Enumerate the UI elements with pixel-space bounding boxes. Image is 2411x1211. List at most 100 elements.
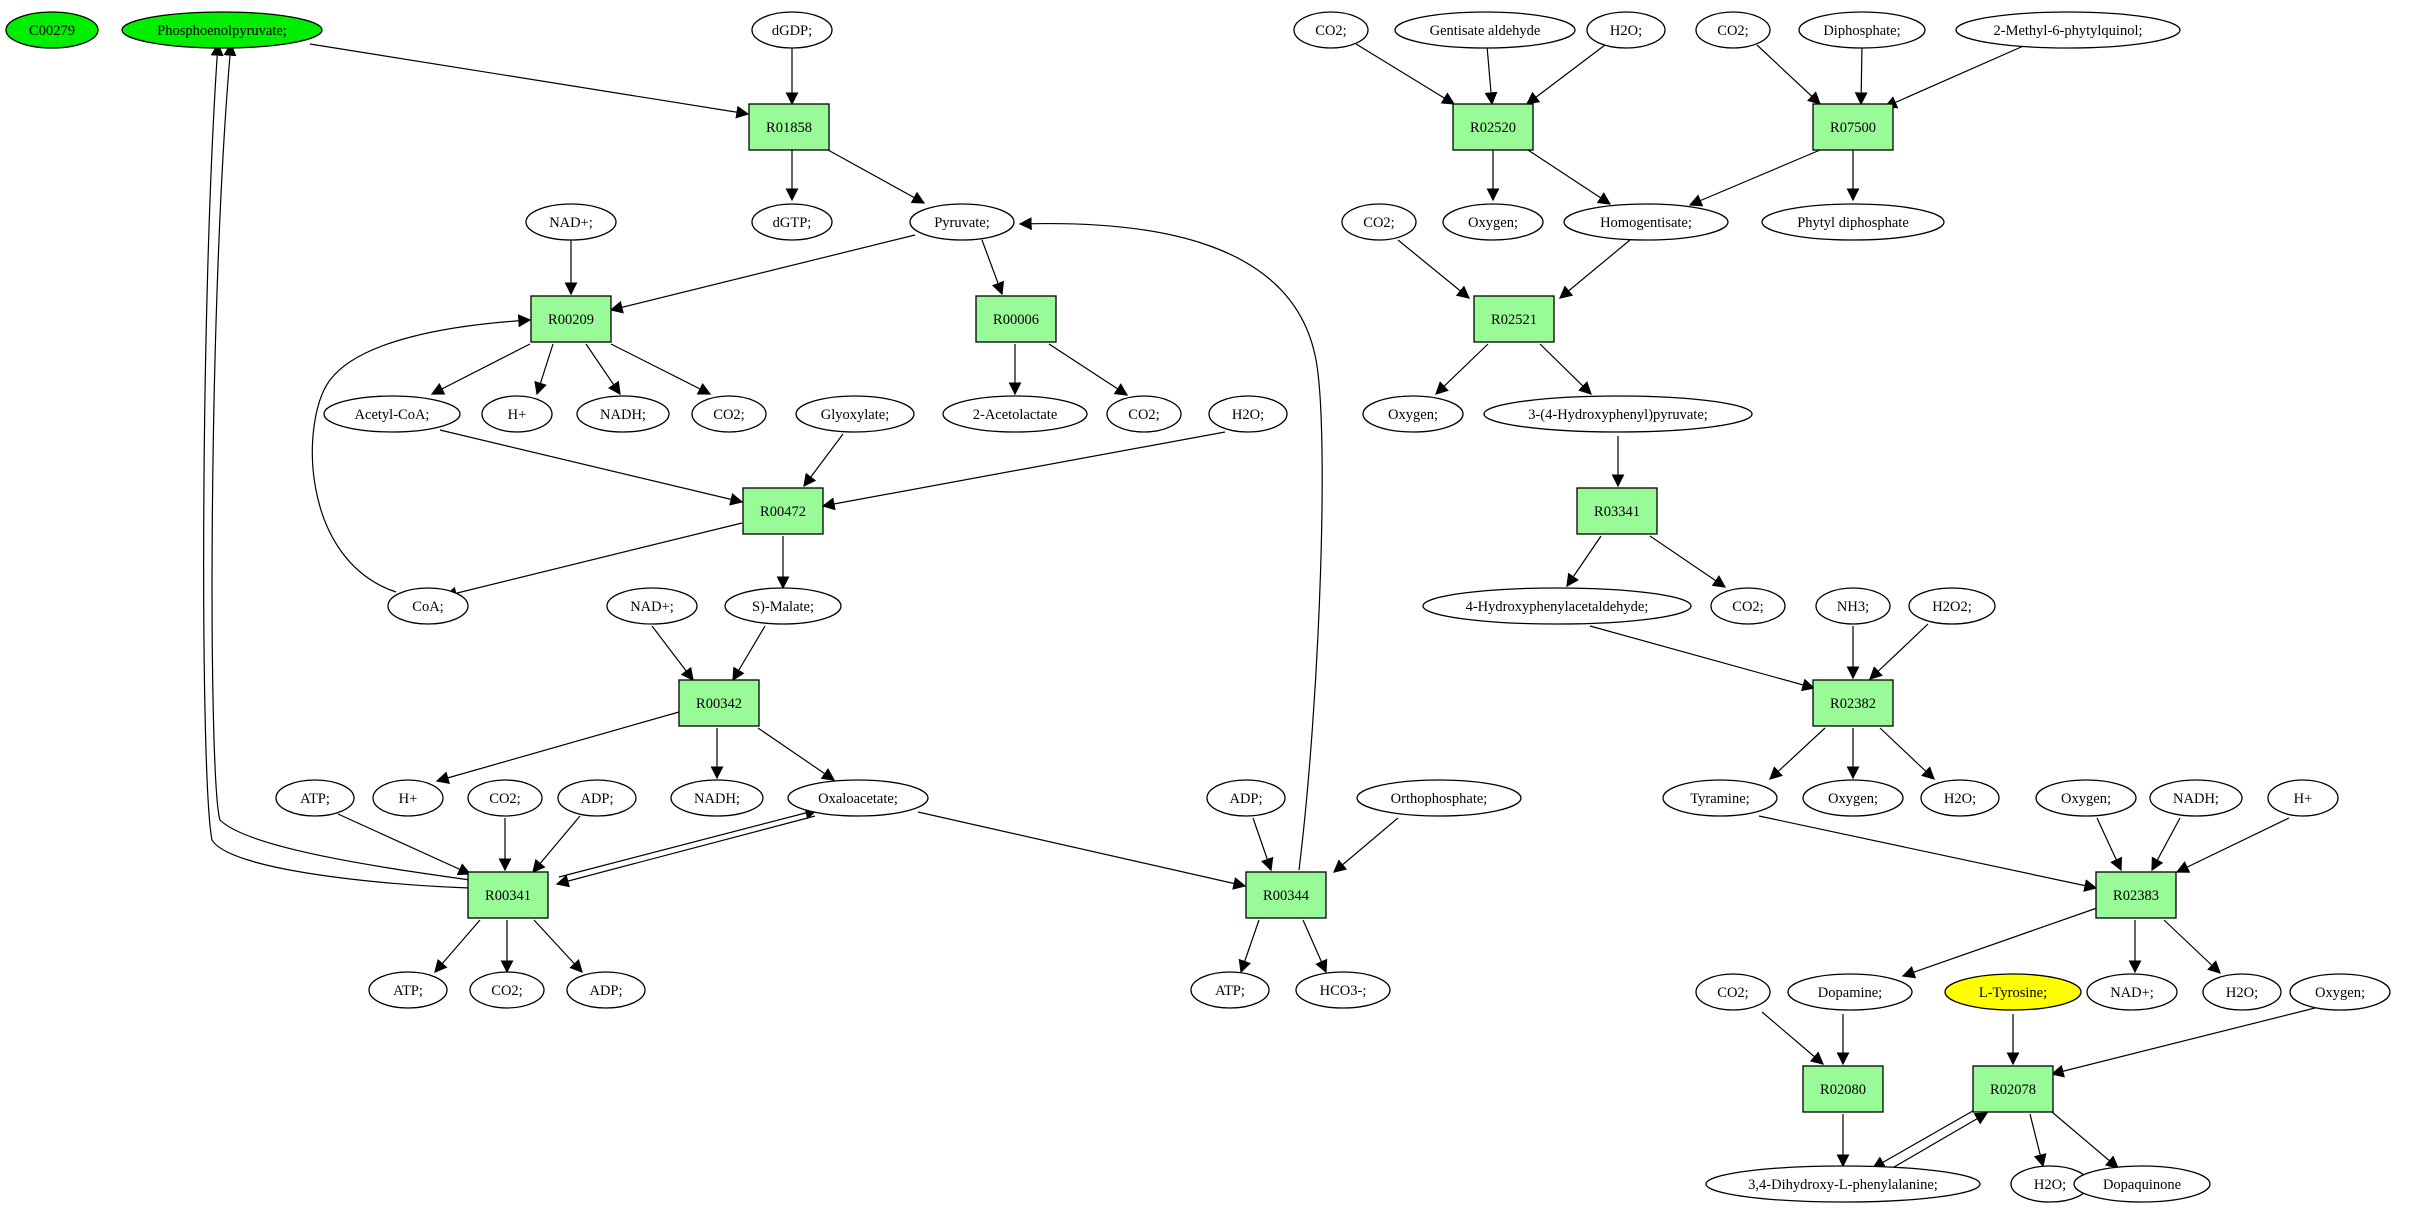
node-label: R00472 (760, 504, 806, 520)
compound-node[interactable]: Oxygen; (1442, 203, 1544, 241)
node-label: Acetyl-CoA; (355, 407, 430, 423)
edge (1238, 919, 1260, 974)
reaction-node[interactable]: R02521 (1473, 295, 1555, 343)
compound-node[interactable]: H2O; (2202, 973, 2282, 1011)
compound-node[interactable]: dGTP; (751, 203, 833, 241)
node-label: L-Tyrosine; (1979, 985, 2047, 1001)
compound-node[interactable]: Oxaloacetate; (787, 779, 929, 817)
compound-node[interactable]: CoA; (387, 587, 469, 625)
reaction-node[interactable]: R02382 (1812, 679, 1894, 727)
node-label: NADH; (694, 791, 740, 807)
compound-nodes: C00279 Phosphoenolpyruvate; dGDP; dGTP; … (5, 11, 2391, 1203)
node-label: H2O; (2034, 1177, 2066, 1193)
compound-node[interactable]: 4-Hydroxyphenylacetaldehyde; (1422, 587, 1692, 625)
compound-node[interactable]: Diphosphate; (1798, 11, 1926, 49)
compound-node[interactable]: ADP; (1206, 779, 1286, 817)
compound-node[interactable]: Oxygen; (2035, 779, 2137, 817)
compound-node[interactable]: 2-Methyl-6-phytylquinol; (1955, 11, 2181, 49)
node-label: Tyramine; (1690, 791, 1749, 807)
compound-node[interactable]: L-Tyrosine; (1944, 973, 2082, 1011)
compound-node[interactable]: Phytyl diphosphate (1761, 203, 1945, 241)
compound-node[interactable]: Pyruvate; (909, 203, 1015, 241)
compound-node[interactable]: 3-(4-Hydroxyphenyl)pyruvate; (1483, 395, 1753, 433)
compound-node[interactable]: Tyramine; (1662, 779, 1778, 817)
node-label: Phosphoenolpyruvate; (157, 23, 287, 39)
reaction-node[interactable]: R02383 (2095, 871, 2177, 919)
compound-node[interactable]: Gentisate aldehyde (1394, 11, 1576, 49)
reaction-node[interactable]: R02520 (1452, 103, 1534, 151)
compound-node[interactable]: Oxygen; (1802, 779, 1904, 817)
compound-node[interactable]: C00279 (5, 11, 99, 49)
compound-node[interactable]: H2O; (1586, 11, 1666, 49)
edge (1854, 45, 1868, 106)
compound-node[interactable]: Acetyl-CoA; (323, 395, 461, 433)
compound-node[interactable]: ATP; (368, 971, 448, 1009)
reaction-node[interactable]: R00209 (530, 295, 612, 343)
compound-node[interactable]: NADH; (2149, 779, 2243, 817)
compound-node[interactable]: NAD+; (606, 587, 698, 625)
reaction-node[interactable]: R03341 (1576, 487, 1658, 535)
reaction-node[interactable]: R00344 (1245, 871, 1327, 919)
compound-node[interactable]: H+ (481, 395, 553, 433)
reaction-node[interactable]: R00342 (678, 679, 760, 727)
edge (1558, 239, 1631, 299)
reaction-node[interactable]: R02080 (1802, 1065, 1884, 1113)
compound-node[interactable]: CO2; (1695, 973, 1771, 1011)
edge (1018, 217, 1323, 871)
compound-node[interactable]: ADP; (557, 779, 637, 817)
compound-node[interactable]: 2-Acetolactate (942, 395, 1088, 433)
compound-node[interactable]: Orthophosphate; (1356, 779, 1522, 817)
edge (558, 806, 819, 878)
compound-node[interactable]: CO2; (691, 395, 767, 433)
compound-node[interactable]: ATP; (275, 779, 355, 817)
node-label: R02382 (1830, 696, 1876, 712)
node-label: 4-Hydroxyphenylacetaldehyde; (1466, 599, 1649, 615)
reaction-node[interactable]: R00341 (467, 871, 549, 919)
compound-node[interactable]: Phosphoenolpyruvate; (121, 11, 323, 49)
reaction-node[interactable]: R00472 (742, 487, 824, 535)
compound-node[interactable]: NADH; (576, 395, 670, 433)
compound-node[interactable]: Oxygen; (2289, 973, 2391, 1011)
node-label: CO2; (713, 407, 744, 423)
compound-node[interactable]: CO2; (467, 779, 543, 817)
compound-node[interactable]: Oxygen; (1362, 395, 1464, 433)
compound-node[interactable]: ADP; (566, 971, 646, 1009)
compound-node[interactable]: H+ (372, 779, 444, 817)
node-label: CO2; (491, 983, 522, 999)
compound-node[interactable]: Dopamine; (1787, 973, 1913, 1011)
compound-node[interactable]: H2O; (2010, 1165, 2090, 1203)
compound-node[interactable]: CO2; (1341, 203, 1417, 241)
compound-node[interactable]: H2O; (1920, 779, 2000, 817)
node-label: Orthophosphate; (1391, 791, 1488, 807)
compound-node[interactable]: HCO3-; (1295, 971, 1391, 1009)
reaction-node[interactable]: R01858 (748, 103, 830, 151)
compound-node[interactable]: H2O2; (1908, 587, 1996, 625)
compound-node[interactable]: dGDP; (751, 11, 833, 49)
compound-node[interactable]: S)-Malate; (724, 587, 842, 625)
edge (443, 522, 743, 600)
compound-node[interactable]: ATP; (1190, 971, 1270, 1009)
compound-node[interactable]: H2O; (1208, 395, 1288, 433)
node-label: ADP; (589, 983, 622, 999)
compound-node[interactable]: Dopaquinone (2073, 1165, 2211, 1203)
compound-node[interactable]: 3,4-Dihydroxy-L-phenylalanine; (1705, 1165, 1981, 1203)
reaction-node[interactable]: R07500 (1812, 103, 1894, 151)
reaction-node[interactable]: R02078 (1972, 1065, 2054, 1113)
compound-node[interactable]: NAD+; (525, 203, 617, 241)
compound-node[interactable]: NADH; (670, 779, 764, 817)
compound-node[interactable]: H+ (2267, 779, 2339, 817)
edge (2050, 1007, 2316, 1078)
compound-node[interactable]: NAD+; (2086, 973, 2178, 1011)
compound-node[interactable]: CO2; (1695, 11, 1771, 49)
compound-node[interactable]: CO2; (1106, 395, 1182, 433)
compound-node[interactable]: CO2; (469, 971, 545, 1009)
compound-node[interactable]: NH3; (1815, 587, 1891, 625)
compound-node[interactable]: CO2; (1293, 11, 1369, 49)
compound-node[interactable]: Homogentisate; (1563, 203, 1729, 241)
node-label: NH3; (1837, 599, 1869, 615)
reaction-node[interactable]: R00006 (975, 295, 1057, 343)
edge (1589, 625, 1816, 692)
compound-node[interactable]: Glyoxylate; (795, 395, 915, 433)
compound-node[interactable]: CO2; (1710, 587, 1786, 625)
